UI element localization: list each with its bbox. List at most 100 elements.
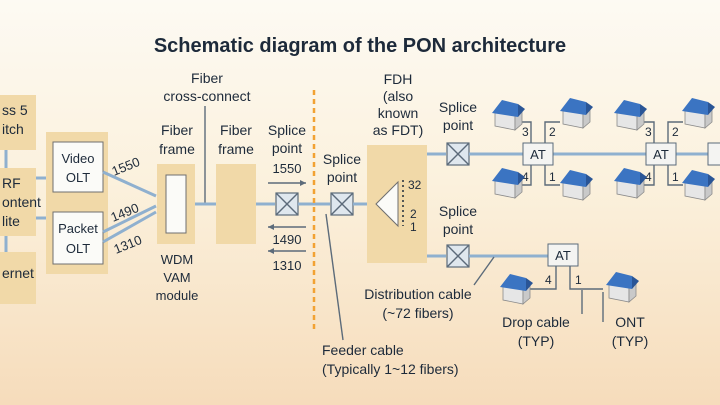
house-icon <box>606 272 639 303</box>
drop-at4-1 <box>569 266 603 290</box>
ont-label-2: (TYP) <box>612 333 649 349</box>
fdh-port-32: 32 <box>408 178 422 192</box>
fiber-frame-2-label-2: frame <box>218 141 254 157</box>
rf-content-label-2: ontent <box>2 194 41 210</box>
port-at1-1: 1 <box>549 170 556 184</box>
cross-connect-label-1: Fiber <box>191 70 223 86</box>
video-olt-label-1: Video <box>61 151 94 166</box>
rf-content-label-3: lite <box>2 213 20 229</box>
ont-label-1: ONT <box>615 314 645 330</box>
house-icon <box>614 100 647 131</box>
distribution-cable-label-2: (~72 fibers) <box>382 305 453 321</box>
wdm-label-2: VAM <box>163 270 190 285</box>
drop-at4-4 <box>528 266 557 290</box>
class5-switch-label-2: itch <box>2 121 24 137</box>
house-icon <box>682 170 715 201</box>
splice-point-3-cross-b <box>446 142 470 166</box>
line-1550 <box>102 170 157 198</box>
fdh-label-2: (also <box>383 88 414 104</box>
diagram-title: Schematic diagram of the PON architectur… <box>154 35 566 57</box>
drop-cable-label-2: (TYP) <box>518 333 555 349</box>
house-icon <box>560 98 593 129</box>
splice2-label-1: Splice <box>323 151 361 167</box>
fdh-label-1: FDH <box>384 71 413 87</box>
port-at1-2: 2 <box>549 125 556 139</box>
arrow-1310-head <box>268 248 274 254</box>
wavelength-1490-right: 1490 <box>273 232 302 247</box>
at-terminal-4-label: AT <box>555 248 571 263</box>
at-terminal-1 <box>522 142 554 166</box>
splice3-label-2: point <box>443 117 473 133</box>
wdm-label-3: module <box>156 288 199 303</box>
at-terminal-2-label: AT <box>653 147 669 162</box>
splice4-label-1: Splice <box>439 203 477 219</box>
wavelength-1550-left: 1550 <box>110 154 142 179</box>
port-at2-1: 1 <box>672 170 679 184</box>
packet-olt-label-1: Packet <box>58 221 98 236</box>
rf-content-box <box>0 168 36 236</box>
fiber-frame-1-label-1: Fiber <box>161 122 193 138</box>
class5-switch-label-1: ss 5 <box>2 102 28 118</box>
class5-switch-box <box>0 95 36 150</box>
house-icon <box>682 98 715 129</box>
at-terminal-4 <box>547 243 579 267</box>
fiber-frame-1-label-2: frame <box>159 141 195 157</box>
drop-cable-label-1: Drop cable <box>502 314 570 330</box>
drop-at2-4 <box>641 165 655 186</box>
drop-at1-2 <box>544 121 560 143</box>
house-icon <box>614 168 647 199</box>
fdh-port-2: 2 <box>410 207 417 221</box>
splice-point-4-cross-b <box>446 244 470 268</box>
splice4-label-2: point <box>443 221 473 237</box>
line-1490 <box>102 204 157 234</box>
wavelength-1550-right: 1550 <box>273 161 302 176</box>
port-at2-3: 3 <box>645 125 652 139</box>
packet-olt-box <box>52 211 104 265</box>
distribution-cable-pointer <box>473 256 495 286</box>
fdh-splitter <box>375 180 399 228</box>
wdm-module-box <box>165 174 187 234</box>
house-icon <box>492 168 525 199</box>
arrow-1550-head <box>300 180 306 186</box>
feeder-cable-label-2: (Typically 1~12 fibers) <box>322 361 459 377</box>
fdh-port-1: 1 <box>410 220 417 234</box>
houses-group <box>492 98 715 305</box>
fiber-frame-2-box <box>216 164 256 244</box>
video-olt-box <box>52 141 104 193</box>
port-at2-4: 4 <box>645 170 652 184</box>
fdh-label-3: known <box>378 105 418 121</box>
drop-at1-1 <box>544 165 560 186</box>
rf-content-label-1: RF <box>2 175 21 191</box>
feeder-cable-pointer <box>325 213 344 341</box>
at-terminal-1-label: AT <box>530 147 546 162</box>
splice-point-2-cross-b <box>330 192 354 216</box>
packet-olt-label-2: OLT <box>66 241 90 256</box>
drop-at2-1 <box>667 165 683 186</box>
splice3-label-1: Splice <box>439 99 477 115</box>
splice1-label-2: point <box>272 140 302 156</box>
port-at4-4: 4 <box>545 273 552 287</box>
house-icon <box>560 170 593 201</box>
port-at1-3: 3 <box>522 125 529 139</box>
port-at1-4: 4 <box>522 170 529 184</box>
arrow-1490-head <box>268 224 274 230</box>
fdh-label-4: as FDT) <box>373 122 424 138</box>
fiber-frame-2-label-1: Fiber <box>220 122 252 138</box>
drop-at2-2 <box>667 121 683 143</box>
splice1-label-1: Splice <box>268 122 306 138</box>
distribution-cable-label-1: Distribution cable <box>364 286 472 302</box>
line-1310 <box>102 210 157 244</box>
port-at2-2: 2 <box>672 125 679 139</box>
at-terminal-2 <box>645 142 677 166</box>
drop-at2-3 <box>641 121 655 143</box>
splice2-label-2: point <box>327 169 357 185</box>
house-icon <box>492 100 525 131</box>
house-icon <box>500 274 533 305</box>
ethernet-box <box>0 252 36 304</box>
feeder-cable-label-1: Feeder cable <box>322 342 404 358</box>
wavelength-1310-right: 1310 <box>273 258 302 273</box>
video-olt-label-2: OLT <box>66 170 90 185</box>
port-at4-1: 1 <box>575 273 582 287</box>
ethernet-label: ernet <box>2 265 34 281</box>
